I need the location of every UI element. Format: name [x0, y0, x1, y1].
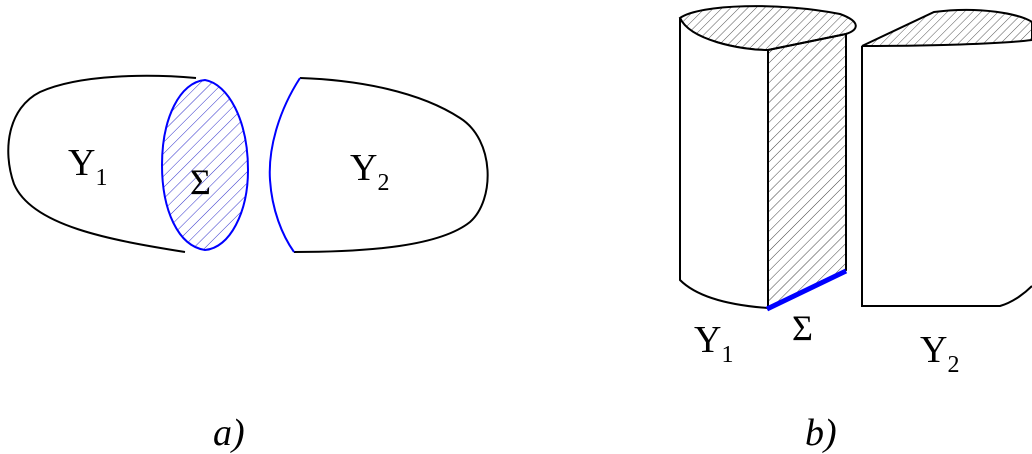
label-y1-a: Y1 [68, 142, 107, 191]
region-y1-outline [7, 74, 197, 253]
panel-b: Y1 Σ Y2 b) [678, 5, 1032, 454]
caption-b: b) [805, 412, 837, 454]
panel-a: Y1 Σ Y2 a) [7, 74, 489, 454]
label-sigma-a: Σ [190, 162, 211, 202]
label-sigma-b: Σ [792, 308, 813, 348]
cylinder-y2-body [861, 46, 1032, 307]
label-y2-b: Y2 [920, 329, 959, 378]
label-y2-a: Y2 [350, 147, 389, 196]
label-y1-b: Y1 [694, 319, 733, 368]
cylinder-y1-body [679, 17, 769, 310]
caption-a: a) [213, 412, 245, 454]
region-y2-boundary [268, 77, 301, 253]
interface-sigma-edge [765, 268, 848, 312]
interface-sigma-plane [767, 32, 847, 310]
region-y2-outline [293, 77, 489, 253]
interface-sigma-surface [160, 78, 250, 252]
cylinder-y2-top-cap [861, 8, 1032, 47]
